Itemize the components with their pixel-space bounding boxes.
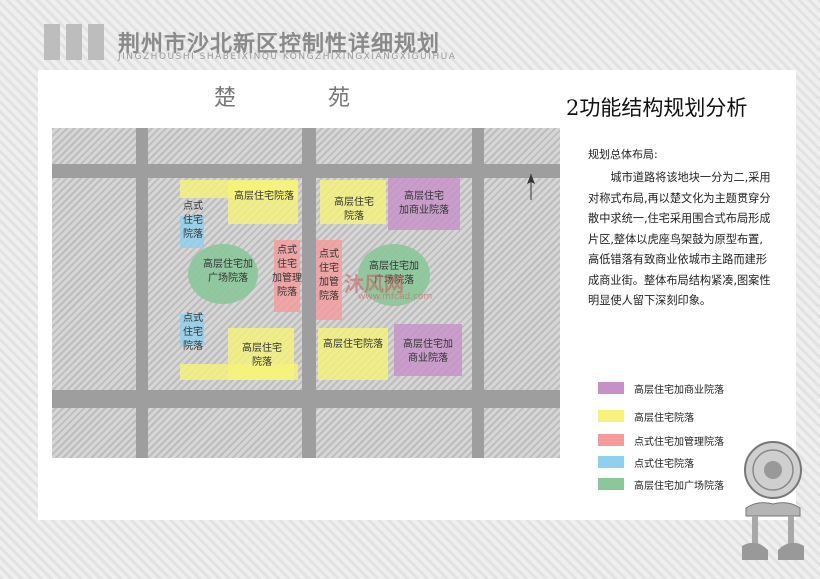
legend-item: 高层住宅加商业院落 [598,380,724,396]
top-label-chu: 楚 [214,86,243,111]
zone-label: 点式住宅加管理院落 [272,245,302,298]
zone-point-admin-west [274,240,300,312]
zone-highrise-se [318,328,388,380]
zone-point-nw [180,216,204,248]
legend-swatch [598,434,624,446]
site-plan-map: 高层住宅院落 点式住宅院落 高层住宅加广场院落 点式住宅加管理院落 点式住宅加管… [52,128,560,458]
legend-label: 高层住宅院落 [634,412,694,424]
legend-swatch [598,410,624,422]
legend-swatch [598,478,624,490]
description-body: 城市道路将该地块一分为二,采用对称式布局,再以楚文化为主题贯穿分散中求统一,住宅… [588,171,771,307]
drum-emblem-icon [742,441,804,560]
zone-label: 点式住宅院落 [183,313,203,352]
legend-swatch [598,456,624,468]
north-arrow-icon [527,174,535,200]
zone-label: 高层住宅加广场院落 [203,259,253,284]
zone-highrise-nw-block [228,180,298,224]
zone-plaza-east [358,244,430,306]
zone-label: 高层住宅院落 [334,197,374,222]
legend-item: 高层住宅加广场院落 [598,476,724,492]
zone-highrise-ne [320,180,386,224]
zone-highrise-sw-strip [180,364,298,380]
legend-swatch [598,382,624,394]
zone-label: 高层住宅院落 [323,339,383,350]
zone-label: 高层住宅加广场院落 [369,261,419,286]
legend-label: 点式住宅院落 [634,458,694,470]
description-heading: 规划总体布局: [588,148,658,161]
header-logo-bars [44,24,110,64]
section-title: 2功能结构规划分析 [566,96,748,120]
legend-item: 点式住宅院落 [598,454,694,470]
road-west [136,128,148,458]
zone-label: 点式住宅加管院落 [319,249,339,302]
zone-point-admin-east [316,240,342,320]
road-east [472,128,484,458]
zone-label: 高层住宅院落 [234,191,294,202]
zone-label: 高层住宅加商业院落 [403,339,453,364]
legend-item: 点式住宅加管理院落 [598,432,724,448]
legend-label: 高层住宅加商业院落 [634,384,724,396]
zone-plaza-west [188,244,258,304]
page-title-pinyin: JINGZHOUSHI SHABEIXINQU KONGZHIXINGXIANG… [118,52,457,62]
watermark-logo: 沐风网 [344,272,404,296]
legend-label: 点式住宅加管理院落 [634,436,724,448]
page-title: 荆州市沙北新区控制性详细规划 [118,32,441,57]
zone-label: 高层住宅加商业院落 [399,191,449,216]
zone-highrise-commercial-se [394,324,462,376]
zone-label: 点式住宅院落 [183,201,203,240]
legend-label: 高层住宅加广场院落 [634,480,724,492]
top-label-yuan: 苑 [328,86,357,111]
watermark-url: www.mfcad.com [358,292,433,302]
legend-item: 高层住宅院落 [598,408,694,424]
zone-label: 高层住宅院落 [242,343,282,368]
zone-point-sw [180,314,204,346]
road-center [302,128,316,458]
zone-highrise-commercial-ne [388,178,460,230]
